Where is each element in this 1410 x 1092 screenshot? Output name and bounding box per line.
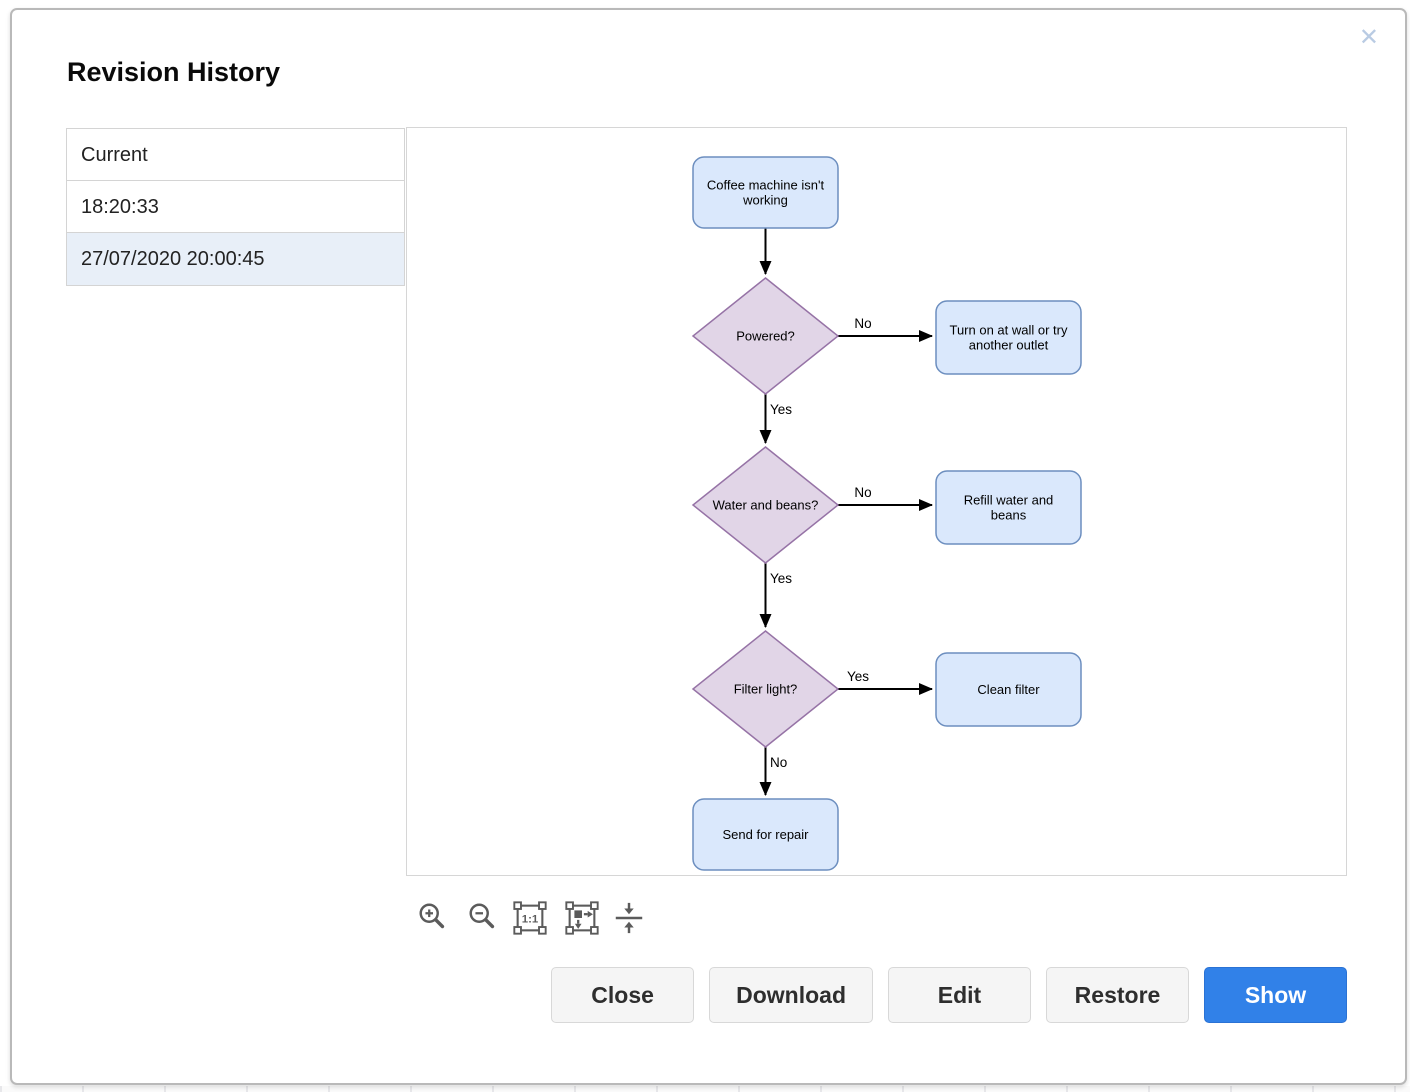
- fit-page-icon: [565, 901, 599, 935]
- zoom-out-button[interactable]: [461, 896, 505, 940]
- dialog-footer: Close Download Edit Restore Show: [551, 967, 1347, 1023]
- actual-size-icon: 1:1: [513, 901, 547, 935]
- node-clean-label: Clean filter: [977, 682, 1040, 697]
- node-powered-label: Powered?: [736, 329, 795, 344]
- show-button[interactable]: Show: [1204, 967, 1347, 1023]
- edge-label-powered-turn-on: No: [854, 316, 871, 331]
- node-powered: [691, 277, 840, 395]
- zoom-in-button[interactable]: [411, 896, 455, 940]
- node-filter-label: Filter light?: [734, 682, 798, 697]
- node-start: [692, 156, 839, 229]
- edge-label-water-refill: No: [854, 485, 871, 500]
- close-button[interactable]: Close: [551, 967, 695, 1023]
- fit-height-icon: [615, 902, 643, 934]
- close-icon[interactable]: ✕: [1358, 24, 1379, 51]
- edge-label-water-filter: Yes: [770, 571, 792, 586]
- svg-text:1:1: 1:1: [522, 913, 539, 925]
- download-button[interactable]: Download: [709, 967, 873, 1023]
- node-repair-label: Send for repair: [723, 827, 810, 842]
- node-water: [691, 446, 840, 564]
- edge-label-powered-water: Yes: [770, 402, 792, 417]
- background-page-edge: [0, 1086, 1410, 1092]
- node-water-label: Water and beans?: [713, 498, 819, 513]
- revision-item-current[interactable]: Current: [67, 129, 404, 181]
- revision-item-2-selected[interactable]: 27/07/2020 20:00:45: [67, 233, 404, 285]
- revision-history-dialog: ✕ Revision History Current 18:20:33 27/0…: [10, 8, 1407, 1085]
- revision-item-1[interactable]: 18:20:33: [67, 181, 404, 233]
- node-clean: [935, 652, 1082, 727]
- node-repair: [692, 798, 839, 871]
- revision-list: Current 18:20:33 27/07/2020 20:00:45: [66, 128, 405, 286]
- fit-page-button[interactable]: [560, 896, 604, 940]
- edge-label-filter-clean: Yes: [847, 669, 869, 684]
- node-refill: [935, 470, 1082, 545]
- edge-label-filter-repair: No: [770, 755, 787, 770]
- dialog-title: Revision History: [67, 57, 281, 87]
- restore-button[interactable]: Restore: [1046, 967, 1189, 1023]
- fit-height-button[interactable]: [607, 896, 651, 940]
- edit-button[interactable]: Edit: [888, 967, 1031, 1023]
- zoom-out-icon: [469, 903, 495, 929]
- node-filter: [691, 630, 840, 748]
- zoom-in-icon: [419, 903, 445, 929]
- actual-size-button[interactable]: 1:1: [508, 896, 552, 940]
- node-turn-on: [935, 300, 1082, 375]
